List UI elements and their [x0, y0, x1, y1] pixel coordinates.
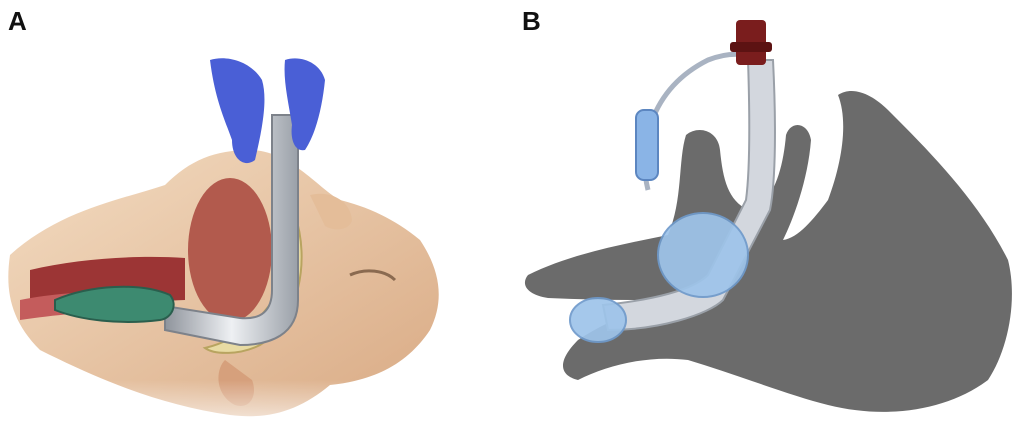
pilot-balloon	[636, 110, 658, 180]
left-glove	[210, 58, 264, 163]
panel-label-a: A	[8, 8, 27, 34]
connector-flange	[730, 42, 772, 52]
panel-a: A	[0, 0, 500, 443]
panel-b: B	[508, 0, 1016, 443]
laryngeal-tube-airway-diagram	[508, 0, 1016, 443]
panel-label-b: B	[522, 8, 541, 34]
fade-overlay	[0, 380, 500, 443]
proximal-cuff	[658, 213, 748, 297]
tongue	[188, 178, 272, 322]
laryngeal-mask-insertion-illustration	[0, 0, 500, 443]
distal-cuff	[570, 298, 626, 342]
